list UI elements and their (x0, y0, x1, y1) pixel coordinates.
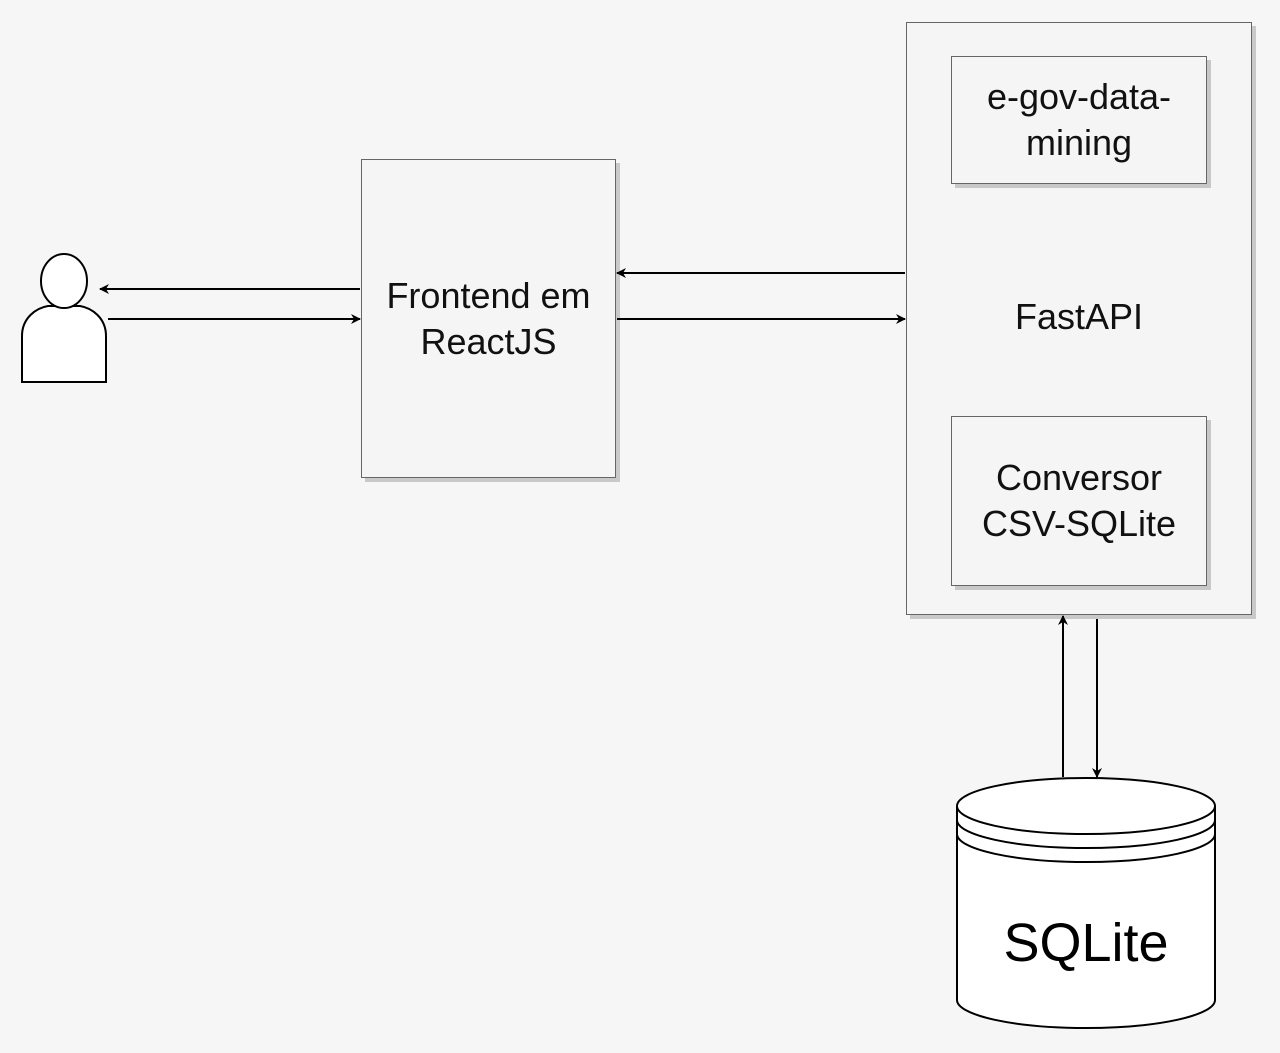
sqlite-label: SQLite (1003, 913, 1169, 973)
egov-data-mining-node[interactable]: e-gov-data- mining (951, 56, 1207, 184)
frontend-label: Frontend em ReactJS (386, 274, 591, 362)
sqlite-database-cylinder (956, 777, 1216, 1029)
user-icon (21, 253, 107, 383)
fastapi-label: FastAPI (1014, 296, 1144, 337)
frontend-node[interactable]: Frontend em ReactJS (361, 159, 616, 478)
egov-data-mining-label: e-gov-data- mining (986, 76, 1172, 163)
conversor-label: Conversor CSV-SQLite (981, 457, 1177, 544)
conversor-csv-sqlite-node[interactable]: Conversor CSV-SQLite (951, 416, 1207, 586)
